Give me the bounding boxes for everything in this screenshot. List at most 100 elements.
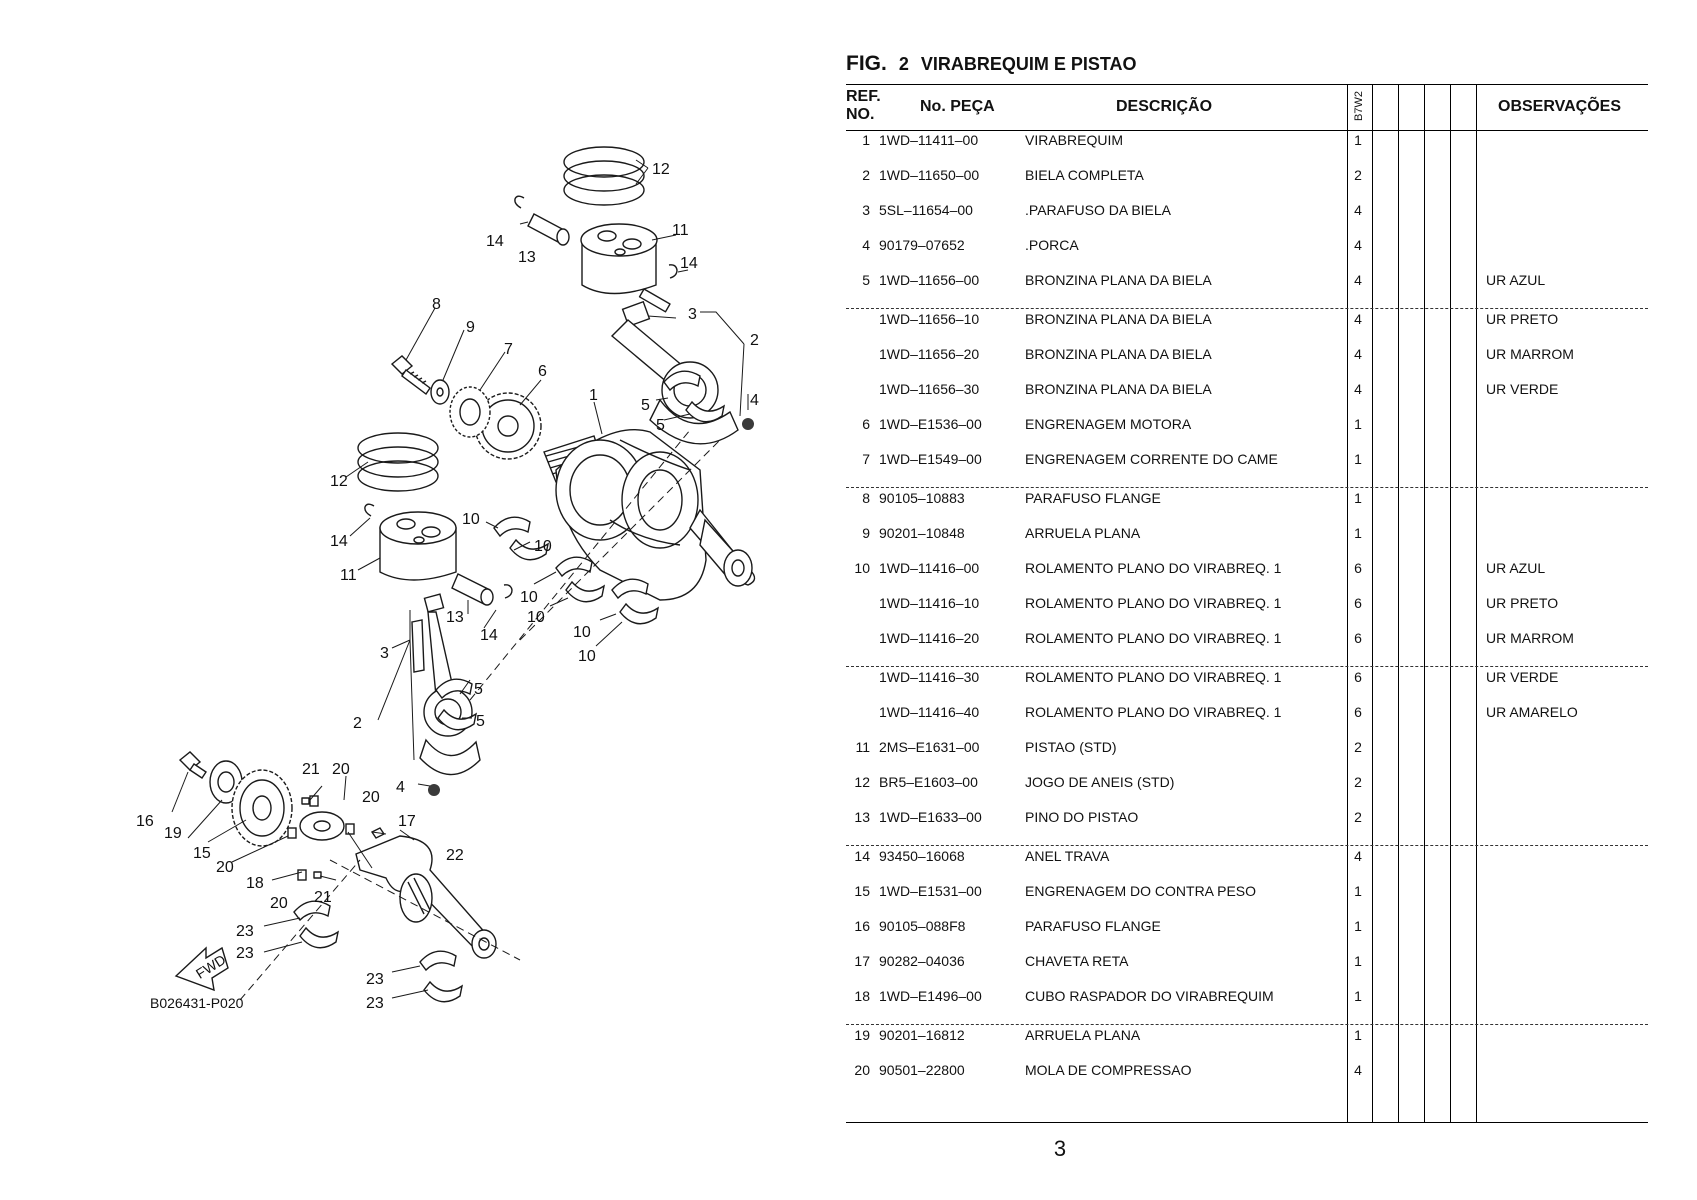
row-qty: 1 xyxy=(1354,525,1362,541)
table-top-rule xyxy=(846,84,1648,85)
row-qty: 6 xyxy=(1354,595,1362,611)
row-ref: 2 xyxy=(862,167,870,183)
row-description: VIRABREQUIM xyxy=(1025,132,1124,148)
callout-21: 21 xyxy=(302,761,320,778)
table-row: 1WD–11416–10 ROLAMENTO PLANO DO VIRABREQ… xyxy=(846,592,1648,614)
row-remarks: UR VERDE xyxy=(1486,669,1559,685)
row-description: BRONZINA PLANA DA BIELA xyxy=(1025,311,1212,327)
table-row: 1WD–11656–30 BRONZINA PLANA DA BIELA 4 U… xyxy=(846,378,1648,400)
callout-15: 15 xyxy=(193,845,211,862)
row-remarks: UR AZUL xyxy=(1486,272,1546,288)
table-row: 14 93450–16068 ANEL TRAVA 4 xyxy=(846,845,1648,867)
row-description: BRONZINA PLANA DA BIELA xyxy=(1025,272,1212,288)
circlip-upper-left xyxy=(514,195,525,209)
row-description: CUBO RASPADOR DO VIRABREQUIM xyxy=(1025,988,1274,1004)
row-qty: 4 xyxy=(1354,848,1362,864)
connecting-rod-lower xyxy=(411,593,481,796)
callout-16: 16 xyxy=(136,813,154,830)
row-remarks: UR AMARELO xyxy=(1486,704,1578,720)
piston-pin-lower xyxy=(451,573,494,606)
callout-14: 14 xyxy=(480,627,498,644)
callout-2: 2 xyxy=(353,715,362,732)
table-row: 7 1WD–E1549–00 ENGRENAGEM CORRENTE DO CA… xyxy=(846,448,1648,470)
row-qty: 1 xyxy=(1354,918,1362,934)
row-part-no: 1WD–11416–40 xyxy=(879,704,980,720)
row-description: ANEL TRAVA xyxy=(1025,848,1110,864)
header-description: DESCRIÇÃO xyxy=(1116,98,1213,115)
connecting-rod-upper xyxy=(610,288,754,445)
table-row: 4 90179–07652 .PORCA 4 xyxy=(846,234,1648,256)
callout-14: 14 xyxy=(486,233,504,250)
header-ref-no: REF. NO. xyxy=(846,88,881,123)
row-description: PISTAO (STD) xyxy=(1025,739,1117,755)
balancer-gear-15 xyxy=(231,769,293,847)
row-description: ROLAMENTO PLANO DO VIRABREQ. 1 xyxy=(1025,595,1282,611)
table-row: 1WD–11416–40 ROLAMENTO PLANO DO VIRABREQ… xyxy=(846,701,1648,723)
row-description: ROLAMENTO PLANO DO VIRABREQ. 1 xyxy=(1025,669,1282,685)
table-row: 1WD–11656–20 BRONZINA PLANA DA BIELA 4 U… xyxy=(846,343,1648,365)
callout-10: 10 xyxy=(462,511,480,528)
callout-8: 8 xyxy=(432,296,441,313)
table-row: 2 1WD–11650–00 BIELA COMPLETA 2 xyxy=(846,164,1648,186)
plain-washer-9 xyxy=(430,379,450,405)
row-qty: 4 xyxy=(1354,272,1362,288)
column-divider xyxy=(1424,84,1425,1122)
piston-ring-set-upper xyxy=(563,146,645,206)
row-qty: 4 xyxy=(1354,346,1362,362)
row-qty: 4 xyxy=(1354,311,1362,327)
callout-14: 14 xyxy=(680,255,698,272)
page-number: 3 xyxy=(1053,1136,1067,1161)
table-row: 3 5SL–11654–00 .PARAFUSO DA BIELA 4 xyxy=(846,199,1648,221)
table-bottom-rule xyxy=(846,1122,1648,1123)
table-row: 19 90201–16812 ARRUELA PLANA 1 xyxy=(846,1024,1648,1046)
header-model-code: B7W2 xyxy=(1353,91,1365,121)
callout-10: 10 xyxy=(534,538,552,555)
fwd-arrow-icon: FWD xyxy=(174,946,229,992)
row-qty: 1 xyxy=(1354,490,1362,506)
callout-19: 19 xyxy=(164,825,182,842)
row-qty: 1 xyxy=(1354,988,1362,1004)
row-description: BIELA COMPLETA xyxy=(1025,167,1144,183)
row-part-no: 1WD–11411–00 xyxy=(879,132,979,148)
table-row: 18 1WD–E1496–00 CUBO RASPADOR DO VIRABRE… xyxy=(846,985,1648,1007)
row-ref: 6 xyxy=(862,416,870,432)
cam-chain-sprocket xyxy=(449,386,491,438)
callout-20: 20 xyxy=(332,761,350,778)
piston-ring-set-lower xyxy=(357,432,439,492)
row-ref: 4 xyxy=(862,237,870,253)
row-description: .PARAFUSO DA BIELA xyxy=(1025,202,1172,218)
row-part-no: 2MS–E1631–00 xyxy=(879,739,980,755)
callout-9: 9 xyxy=(466,319,475,336)
row-part-no: 1WD–11656–30 xyxy=(879,381,980,397)
row-ref: 1 xyxy=(862,132,870,148)
figure-title: FIG. 2 VIRABREQUIM E PISTAO xyxy=(846,52,1137,76)
row-description: BRONZINA PLANA DA BIELA xyxy=(1025,381,1212,397)
callout-22: 22 xyxy=(446,847,464,864)
row-qty: 6 xyxy=(1354,560,1362,576)
table-row: 11 2MS–E1631–00 PISTAO (STD) 2 xyxy=(846,736,1648,758)
row-part-no: 90105–10883 xyxy=(879,490,965,506)
callout-5: 5 xyxy=(656,417,665,434)
row-description: PARAFUSO FLANGE xyxy=(1025,918,1161,934)
table-row: 13 1WD–E1633–00 PINO DO PISTAO 2 xyxy=(846,806,1648,828)
callout-3: 3 xyxy=(688,306,697,323)
row-qty: 2 xyxy=(1354,774,1362,790)
circlip-lower-left xyxy=(364,503,375,517)
row-qty: 4 xyxy=(1354,1062,1362,1078)
row-qty: 6 xyxy=(1354,704,1362,720)
table-row: 9 90201–10848 ARRUELA PLANA 1 xyxy=(846,522,1648,544)
row-part-no: 1WD–11416–10 xyxy=(879,595,980,611)
row-description: ENGRENAGEM MOTORA xyxy=(1025,416,1192,432)
crank-bearing-shells xyxy=(493,516,660,625)
row-description: .PORCA xyxy=(1025,237,1079,253)
row-part-no: 90201–16812 xyxy=(879,1027,965,1043)
row-description: ARRUELA PLANA xyxy=(1025,1027,1141,1043)
callout-5: 5 xyxy=(474,681,483,698)
header-part-no: No. PEÇA xyxy=(920,98,995,115)
row-remarks: UR PRETO xyxy=(1486,595,1559,611)
table-row: 17 90282–04036 CHAVETA RETA 1 xyxy=(846,950,1648,972)
row-part-no: 1WD–11656–20 xyxy=(879,346,980,362)
callout-2: 2 xyxy=(750,332,759,349)
parts-table: REF. NO. No. PEÇA DESCRIÇÃO B7W2 OBSERVA… xyxy=(846,84,1648,1124)
row-part-no: BR5–E1603–00 xyxy=(879,774,978,790)
